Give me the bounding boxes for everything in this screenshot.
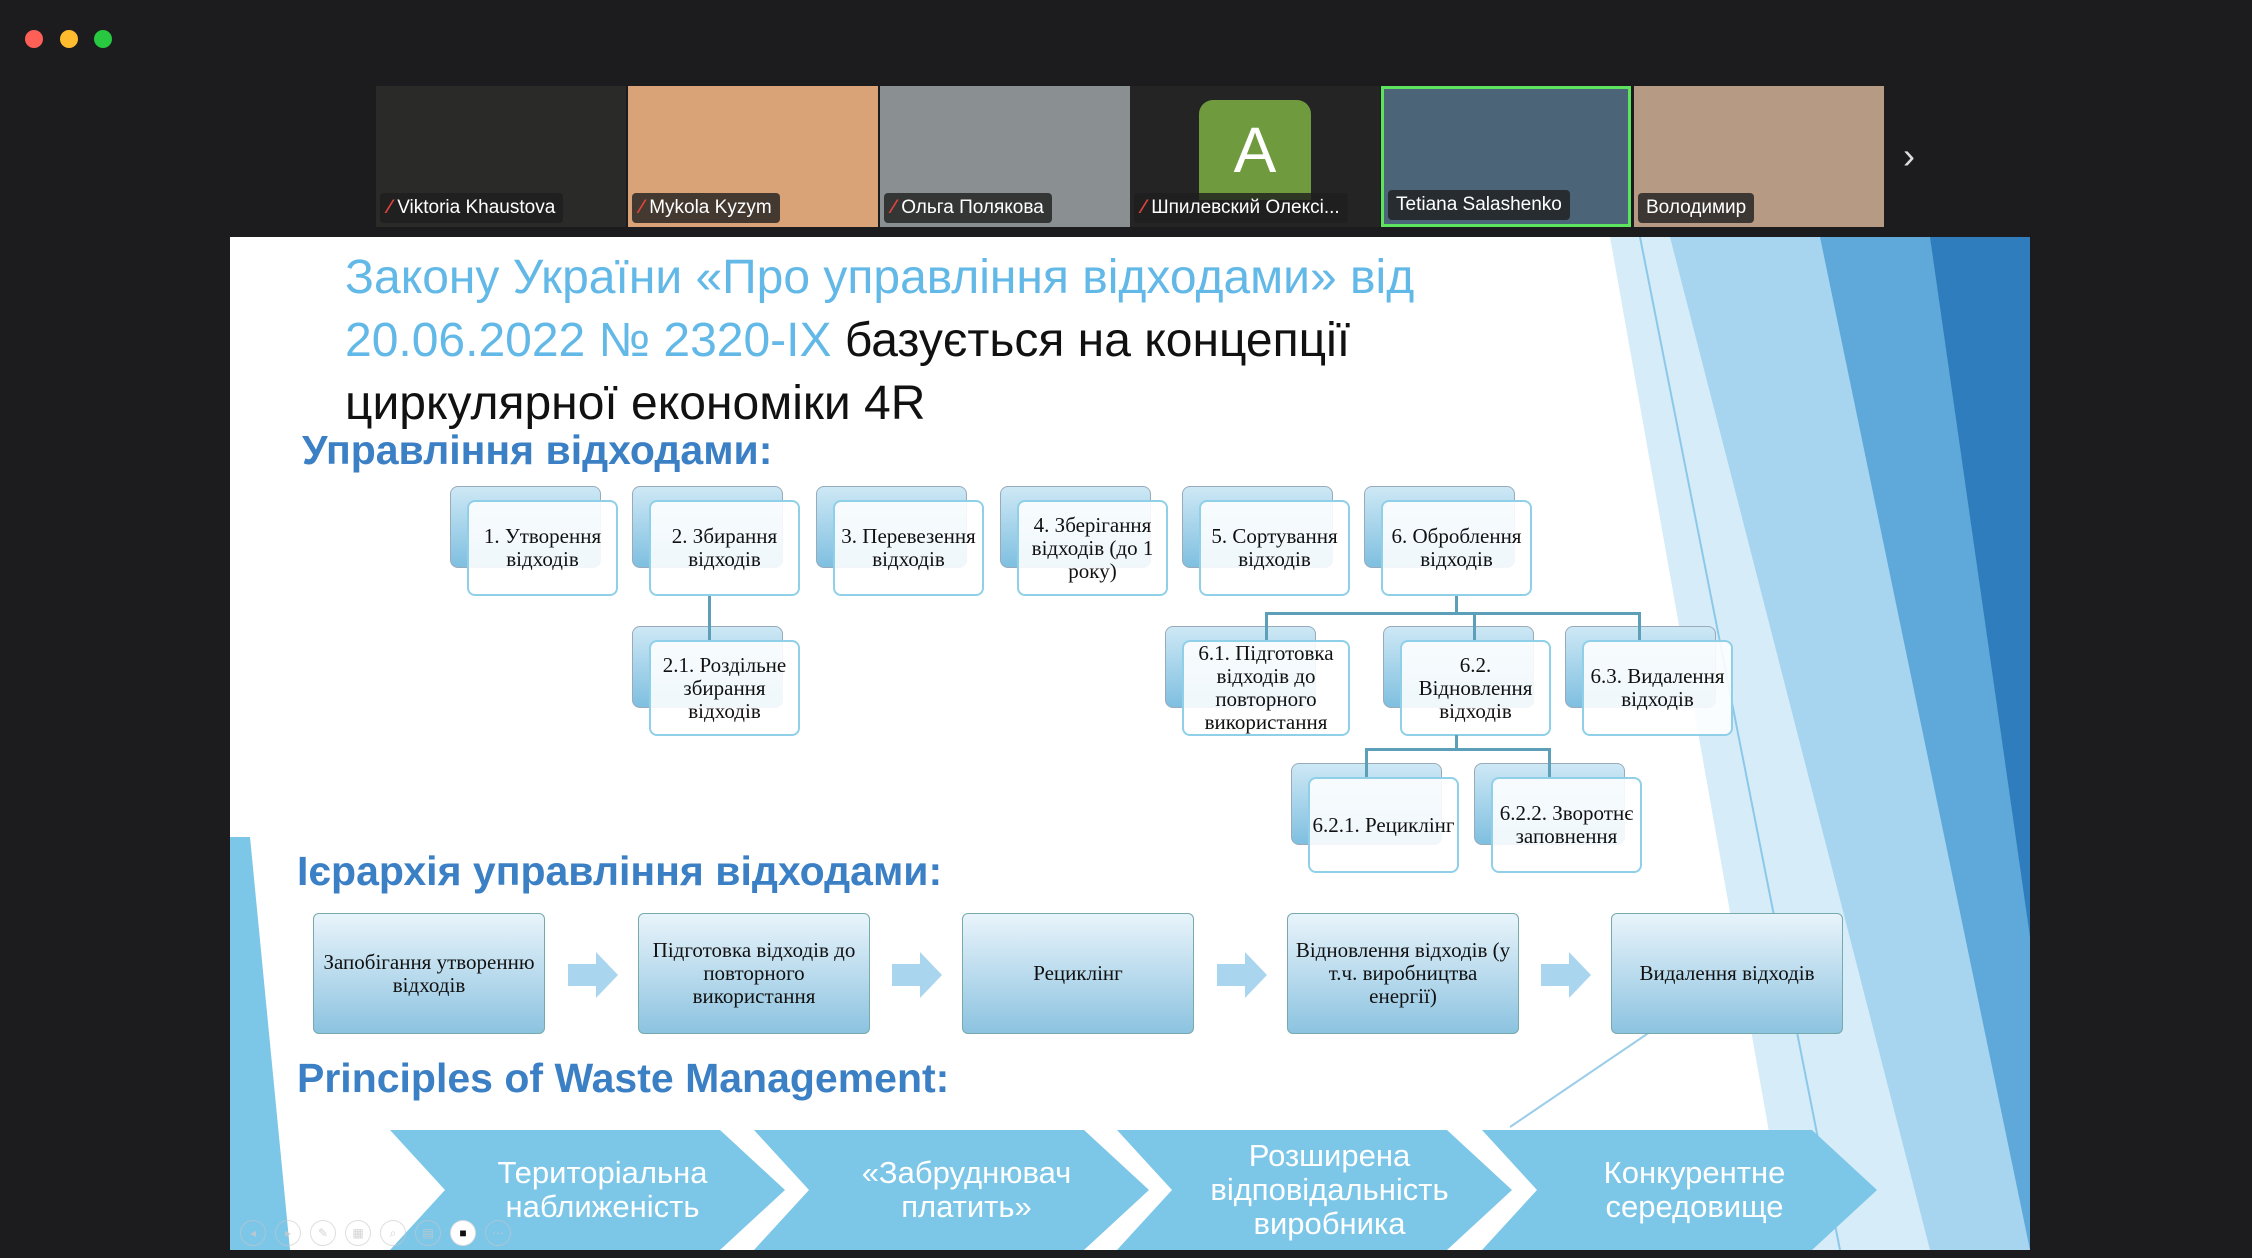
participant-tile[interactable]: Tetiana Salashenko bbox=[1381, 86, 1631, 227]
substep-box: 6.2.2. Зворотнє заповнення bbox=[1474, 763, 1642, 873]
law-number: 20.06.2022 № 2320-IX bbox=[345, 314, 832, 367]
participant-name: Tetiana Salashenko bbox=[1388, 190, 1570, 220]
participant-tile[interactable]: ⁄Ольга Полякова bbox=[880, 86, 1130, 227]
management-step-box: 4. Зберігання відходів (до 1 року) bbox=[1000, 486, 1168, 596]
maximize-window-button[interactable] bbox=[94, 30, 112, 48]
box-label: 6.1. Підготовка відходів до повторного в… bbox=[1182, 640, 1350, 736]
participant-name-text: Tetiana Salashenko bbox=[1396, 194, 1562, 215]
principle-chevron: Розширена відповідальність виробника bbox=[1117, 1130, 1512, 1250]
muted-mic-icon: ⁄ bbox=[640, 197, 644, 218]
participant-tile[interactable]: ⁄Viktoria Khaustova bbox=[376, 86, 626, 227]
arrow-right-icon bbox=[1541, 952, 1591, 998]
participant-tile[interactable]: ⁄Mykola Kyzym bbox=[628, 86, 878, 227]
hierarchy-box: Запобігання утворенню відходів bbox=[313, 913, 545, 1034]
minimize-window-button[interactable] bbox=[60, 30, 78, 48]
muted-mic-icon: ⁄ bbox=[1142, 197, 1146, 218]
participant-name-text: Mykola Kyzym bbox=[649, 197, 772, 218]
substep-box: 6.3. Видалення відходів bbox=[1565, 626, 1733, 736]
participant-avatar: A bbox=[1199, 100, 1311, 200]
participant-tile[interactable]: Володимир bbox=[1634, 86, 1884, 227]
box-label: 6.2.2. Зворотнє заповнення bbox=[1491, 777, 1642, 873]
management-step-box: 6. Оброблення відходів bbox=[1364, 486, 1532, 596]
box-label: 2. Збирання відходів bbox=[649, 500, 800, 596]
participant-name-text: Viktoria Khaustova bbox=[397, 197, 556, 218]
slide-title-line1: Закону України «Про управління відходами… bbox=[345, 251, 1415, 304]
arrow-right-icon bbox=[568, 952, 618, 998]
muted-mic-icon: ⁄ bbox=[892, 197, 896, 218]
shared-slide: Закону України «Про управління відходами… bbox=[230, 237, 2030, 1250]
box-label: 6.2.1. Рециклінг bbox=[1308, 777, 1459, 873]
principle-chevron: Територіальна наближеність bbox=[390, 1130, 785, 1250]
slide-title-line3: циркулярної економіки 4R bbox=[345, 377, 926, 430]
arrow-right-icon bbox=[892, 952, 942, 998]
participant-name: ⁄Mykola Kyzym bbox=[632, 193, 780, 223]
title-text: базується на концепції bbox=[831, 314, 1351, 367]
close-window-button[interactable] bbox=[25, 30, 43, 48]
hierarchy-box: Відновлення відходів (у т.ч. виробництва… bbox=[1287, 913, 1519, 1034]
box-label: 3. Перевезення відходів bbox=[833, 500, 984, 596]
subtitles-icon[interactable]: ▤ bbox=[415, 1220, 441, 1246]
participant-name: ⁄Ольга Полякова bbox=[884, 193, 1052, 223]
prev-icon[interactable]: ◂ bbox=[240, 1220, 266, 1246]
management-step-box: 5. Сортування відходів bbox=[1182, 486, 1350, 596]
substep-box: 6.2.1. Рециклінг bbox=[1291, 763, 1459, 873]
management-step-box: 3. Перевезення відходів bbox=[816, 486, 984, 596]
box-label: 5. Сортування відходів bbox=[1199, 500, 1350, 596]
substep-box: 6.2. Відновлення відходів bbox=[1383, 626, 1551, 736]
principle-label: «Забруднювач платить» bbox=[861, 1155, 1072, 1224]
participant-name-text: Володимир bbox=[1646, 197, 1747, 218]
box-label: 6.3. Видалення відходів bbox=[1582, 640, 1733, 736]
principle-chevron: Конкурентне середовище bbox=[1482, 1130, 1877, 1250]
management-step-box: 2. Збирання відходів bbox=[632, 486, 800, 596]
more-icon[interactable]: ⋯ bbox=[485, 1220, 511, 1246]
next-participants-chevron-icon[interactable]: › bbox=[1903, 135, 1915, 176]
pen-icon[interactable]: ✎ bbox=[310, 1220, 336, 1246]
hierarchy-box: Підготовка відходів до повторного викори… bbox=[638, 913, 870, 1034]
hierarchy-heading: Ієрархія управління відходами: bbox=[297, 848, 943, 894]
management-heading: Управління відходами: bbox=[302, 427, 773, 473]
substep-box: 6.1. Підготовка відходів до повторного в… bbox=[1165, 626, 1350, 736]
box-label: 6.2. Відновлення відходів bbox=[1400, 640, 1551, 736]
substep-box: 2.1. Роздільне збирання відходів bbox=[632, 626, 800, 736]
next-icon[interactable]: ▸ bbox=[275, 1220, 301, 1246]
box-label: 4. Зберігання відходів (до 1 року) bbox=[1017, 500, 1168, 596]
zoom-icon[interactable]: ⌕ bbox=[380, 1220, 406, 1246]
management-step-box: 1. Утворення відходів bbox=[450, 486, 618, 596]
participant-name: ⁄Шпилевский Олексі... bbox=[1134, 193, 1348, 223]
arrow-right-icon bbox=[1217, 952, 1267, 998]
participant-name: Володимир bbox=[1638, 193, 1755, 223]
slide-background-decoration bbox=[230, 237, 2030, 1250]
box-label: 6. Оброблення відходів bbox=[1381, 500, 1532, 596]
hierarchy-box: Рециклінг bbox=[962, 913, 1194, 1034]
hierarchy-box: Видалення відходів bbox=[1611, 913, 1843, 1034]
box-label: 1. Утворення відходів bbox=[467, 500, 618, 596]
principle-label: Розширена відповідальність виробника bbox=[1210, 1138, 1449, 1241]
principle-chevron: «Забруднювач платить» bbox=[754, 1130, 1149, 1250]
slides-icon[interactable]: ▦ bbox=[345, 1220, 371, 1246]
participant-tile[interactable]: A⁄Шпилевский Олексі... bbox=[1130, 86, 1380, 227]
muted-mic-icon: ⁄ bbox=[388, 197, 392, 218]
participant-name-text: Шпилевский Олексі... bbox=[1151, 197, 1340, 218]
participant-name-text: Ольга Полякова bbox=[901, 197, 1044, 218]
principle-label: Конкурентне середовище bbox=[1603, 1155, 1786, 1224]
camera-icon[interactable]: ■ bbox=[450, 1220, 476, 1246]
principles-heading: Principles of Waste Management: bbox=[297, 1055, 950, 1101]
box-label: 2.1. Роздільне збирання відходів bbox=[649, 640, 800, 736]
principle-label: Територіальна наближеність bbox=[497, 1155, 708, 1224]
slide-title-line2: 20.06.2022 № 2320-IX базується на концеп… bbox=[345, 309, 1350, 372]
participant-name: ⁄Viktoria Khaustova bbox=[380, 193, 564, 223]
